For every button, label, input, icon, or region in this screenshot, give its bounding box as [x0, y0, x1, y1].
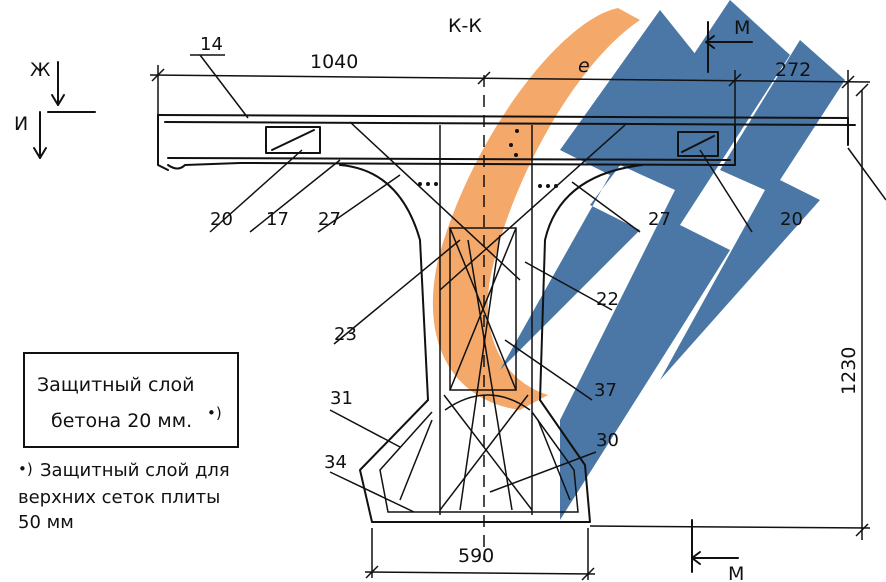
callout-17: 17 — [266, 209, 289, 230]
callout-30: 30 — [596, 430, 619, 451]
dim-1040: 1040 — [310, 51, 358, 73]
dimension-top: 1040 e 272 — [149, 51, 871, 125]
callout-34: 34 — [324, 452, 347, 473]
callout-labels: 14 20 17 27 27 20 22 23 37 31 30 34 — [200, 34, 803, 473]
level-marks: Ж И — [14, 59, 96, 159]
callout-27-right: 27 — [648, 209, 671, 230]
web-outline — [339, 125, 643, 515]
cut-label-top: М — [734, 17, 750, 39]
level-label-i: И — [14, 113, 28, 135]
cut-mark-bottom: М — [691, 519, 744, 582]
callout-27-left: 27 — [318, 209, 341, 230]
dimension-height: 1230 — [589, 83, 871, 540]
level-label-zh: Ж — [30, 59, 51, 81]
callout-20-right: 20 — [780, 209, 803, 230]
dim-590: 590 — [458, 545, 494, 567]
watermark-blue-bolt-1 — [500, 10, 700, 370]
dimension-bottom: 590 — [364, 528, 596, 581]
dim-272: 272 — [775, 59, 811, 81]
protective-layer-note-box: Защитный слой бетона 20 мм. •) — [23, 352, 239, 448]
callout-23: 23 — [334, 324, 357, 345]
footnote-line-1: Защитный слой для — [40, 460, 230, 481]
anchor-box-left — [265, 126, 321, 154]
rebar-dots — [418, 129, 558, 188]
section-title: К-К — [448, 15, 482, 37]
reinforcement-lines — [349, 121, 626, 511]
cut-label-bottom: М — [728, 563, 744, 582]
footnote-line-3: 50 мм — [18, 512, 74, 533]
footnote-mark: •) — [18, 460, 33, 478]
callout-37: 37 — [594, 380, 617, 401]
callout-31: 31 — [330, 388, 353, 409]
note-line-1: Защитный слой — [37, 374, 195, 396]
dim-e: e — [578, 55, 590, 77]
cut-mark-top: М — [705, 17, 753, 73]
callout-14: 14 — [200, 34, 223, 55]
watermark-blue-bolt-2 — [560, 0, 790, 520]
anchor-box-right — [677, 131, 719, 157]
bottom-bulb-outline — [359, 399, 591, 523]
callout-leaders — [190, 54, 886, 513]
note-line-2: бетона 20 мм. — [51, 410, 193, 432]
callout-22: 22 — [596, 289, 619, 310]
note-mark: •) — [207, 404, 222, 422]
watermark-orange-arc — [432, 8, 640, 410]
footnote-line-2: верхних сеток плиты — [18, 487, 221, 508]
callout-20-left: 20 — [210, 209, 233, 230]
dim-1230: 1230 — [838, 347, 860, 395]
flange-outline — [157, 114, 856, 171]
